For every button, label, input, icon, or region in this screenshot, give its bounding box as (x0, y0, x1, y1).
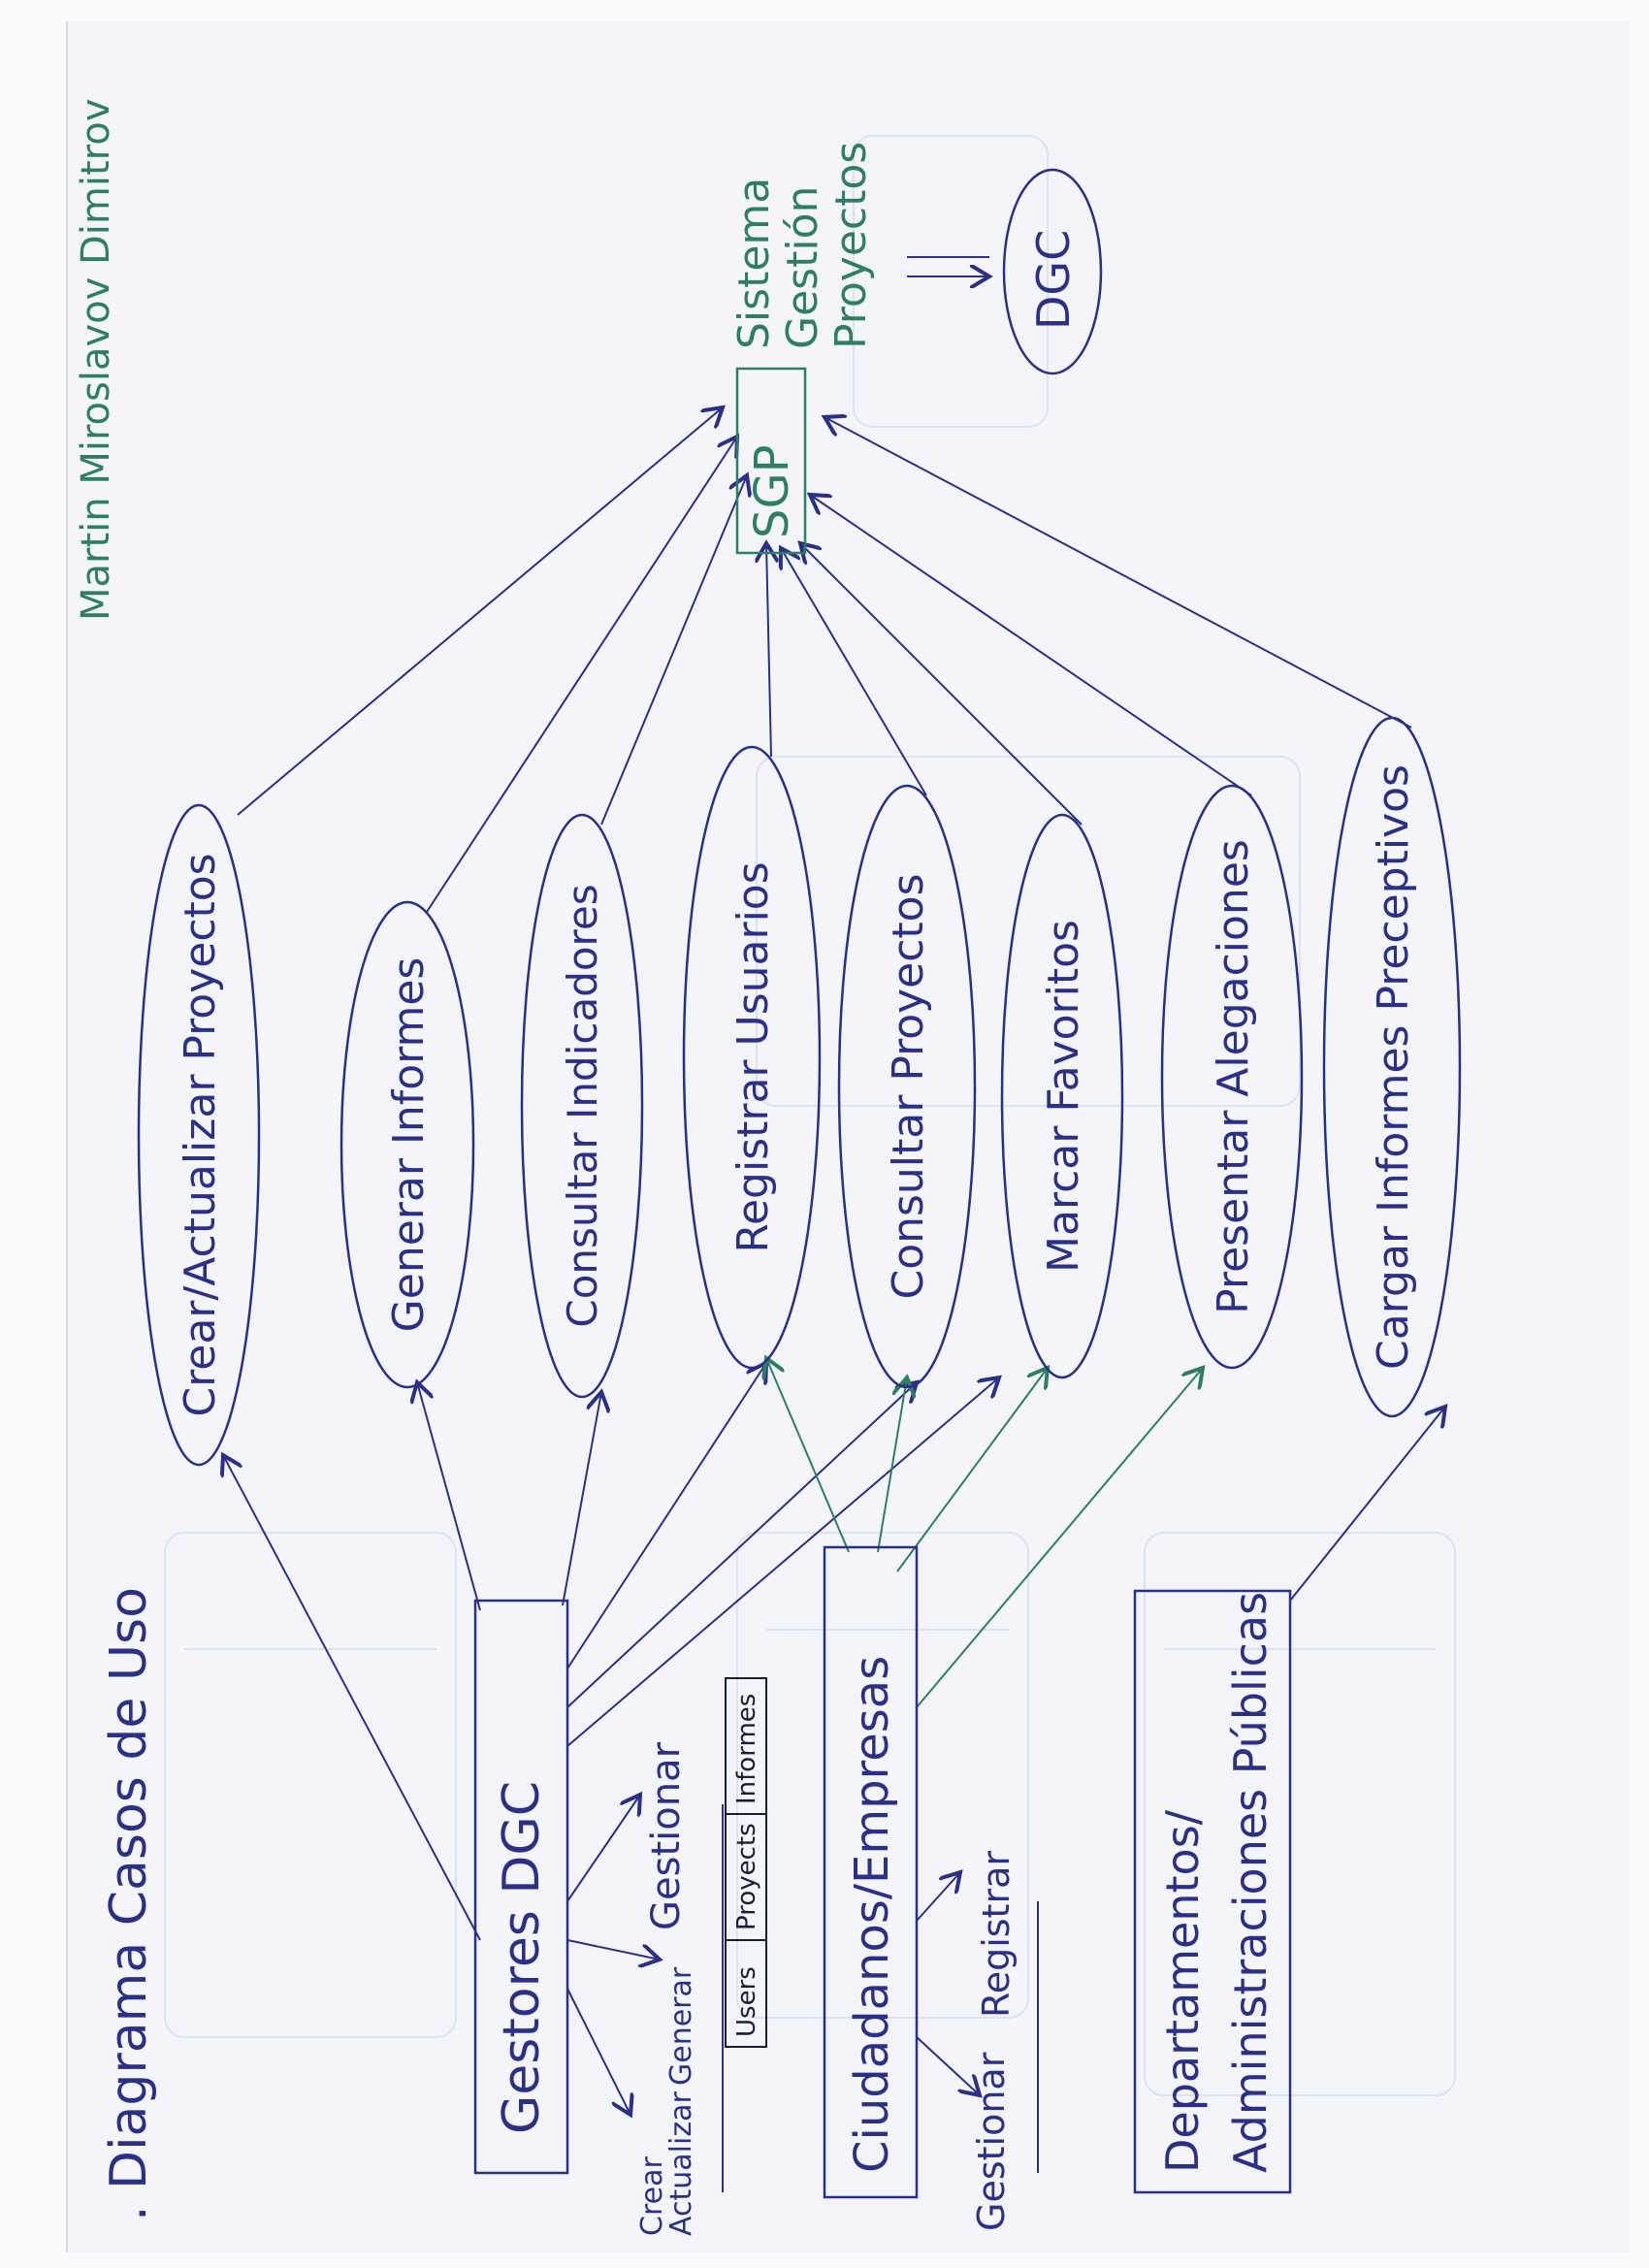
system-connections (237, 407, 1412, 913)
ciudadanos-annotations (916, 1872, 1039, 2173)
actor-box (1133, 1589, 1292, 2194)
use-case-oval (520, 813, 644, 1399)
gestores-annotations (566, 1795, 724, 2192)
system-link (600, 475, 747, 826)
actor-departamentos: Departamentos/ Administraciones Públicas (1133, 1589, 1292, 2194)
system-abbrev: SGP (745, 444, 799, 538)
paper (66, 21, 1630, 2252)
system-name-line1: Sistema (729, 178, 779, 349)
dgc-label: DGC (1027, 230, 1080, 330)
system-link (766, 543, 771, 758)
actor-connections (223, 1358, 1445, 1941)
system-link (237, 407, 723, 816)
actor-link (223, 1455, 481, 1941)
use-case-oval (137, 803, 261, 1467)
author-group: Martin Miroslavov Dimitrov (74, 99, 118, 621)
use-case-uc5: Consultar Proyectos (837, 784, 977, 1389)
use-case-label: Consultar Indicadores (559, 884, 606, 1327)
title-group: . Diagrama Casos de Uso (100, 1587, 158, 2221)
use-case-label: Cargar Informes Preceptivos (1369, 764, 1418, 1370)
show-through-marks (164, 135, 1456, 2096)
use-case-oval (1322, 716, 1462, 1418)
use-case-uc2: Generar Informes (340, 900, 475, 1389)
use-case-label: Generar Informes (384, 957, 434, 1333)
actor-gestores-label: Gestores DGC (493, 1781, 551, 2134)
system-link (800, 543, 1083, 826)
use-case-label: Marcar Favoritos (1039, 920, 1088, 1273)
system-name-line2: Gestión (778, 186, 827, 349)
actor-link (1289, 1407, 1445, 1602)
note-crear: Crear (635, 2156, 669, 2236)
actor-link (566, 1377, 999, 1747)
actor-link (896, 1368, 1048, 1572)
use-case-oval (340, 900, 475, 1389)
note-ciudadanos-gestionar: Gestionar (970, 2052, 1013, 2231)
note-ciudadanos-registrar: Registrar (975, 1851, 1018, 2018)
actor-box (473, 1599, 569, 2175)
box-informes: Informes (732, 1694, 761, 1804)
use-case-uc6: Marcar Favoritos (1000, 813, 1124, 1379)
actor-ciudadanos: Ciudadanos/Empresas (823, 1545, 919, 2199)
use-case-uc7: Presentar Alegaciones (1160, 784, 1304, 1370)
dgc-node (1002, 168, 1103, 375)
system-link (824, 417, 1412, 729)
use-case-label: Consultar Proyectos (884, 873, 933, 1299)
actor-link (916, 1368, 1203, 1708)
use-case-uc4: Registrar Usuarios (682, 745, 822, 1370)
actor-departamentos-label-line2: Administraciones Públicas (1224, 1592, 1277, 2173)
use-case-oval (837, 784, 977, 1389)
use-case-label: Registrar Usuarios (728, 861, 778, 1252)
use-case-uc1: Crear/Actualizar Proyectos (137, 803, 261, 1467)
use-cases: Crear/Actualizar Proyectos Generar Inform… (137, 716, 1462, 1467)
use-case-uc8: Cargar Informes Preceptivos (1322, 716, 1462, 1418)
page-title: . Diagrama Casos de Uso (100, 1587, 158, 2221)
system-name-line3: Proyectos (826, 142, 876, 349)
system-box (735, 367, 807, 555)
actor-link (766, 1358, 850, 1553)
box-proyects: Proyects (732, 1823, 761, 1930)
actor-box (823, 1545, 919, 2199)
box-users: Users (732, 1966, 761, 2037)
actor-link (877, 1377, 907, 1553)
use-case-label: Crear/Actualizar Proyectos (176, 853, 225, 1416)
use-case-oval (682, 745, 822, 1370)
note-actualizar: Actualizar (664, 2091, 698, 2236)
gestionar-boxes: Users Proyects Informes (725, 1677, 767, 2048)
use-case-oval (1000, 813, 1124, 1379)
note-gestionar: Gestionar (644, 1741, 689, 1930)
actor-ciudadanos-label: Ciudadanos/Empresas (845, 1656, 899, 2173)
use-case-label: Presentar Alegaciones (1209, 839, 1258, 1314)
actor-link (417, 1382, 481, 1611)
system-link (810, 495, 1252, 796)
note-generar: Generar (664, 1966, 698, 2086)
system-node: SGP Sistema Gestión Proyectos DGC (729, 142, 1103, 555)
system-link (426, 437, 737, 913)
actor-link (566, 1363, 766, 1669)
system-link (781, 548, 927, 796)
actor-departamentos-label-line1: Departamentos/ (1156, 1809, 1209, 2173)
use-case-uc3: Consultar Indicadores (520, 813, 644, 1399)
actor-link (562, 1392, 601, 1606)
use-case-oval (1160, 784, 1304, 1370)
actor-link (566, 1382, 917, 1708)
author-name: Martin Miroslavov Dimitrov (74, 99, 118, 621)
actor-gestores: Gestores DGC (473, 1599, 569, 2175)
